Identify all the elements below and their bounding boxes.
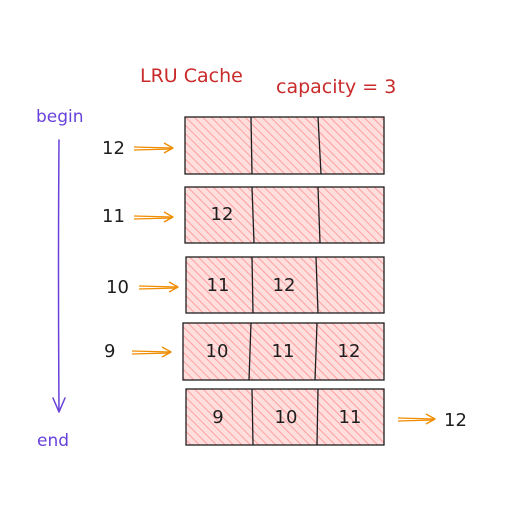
input-arrow [138,281,179,293]
evicted-value: 12 [444,410,467,431]
diagram-title: LRU Cache [140,65,243,87]
input-arrow [131,346,172,358]
end-label: end [37,431,69,451]
cache-cell-3: 11 [339,407,362,428]
cache-cell-1: 9 [212,407,223,428]
step-row-5: 9 10 11 12 [185,388,467,446]
input-arrow [133,211,174,223]
cache-box [185,388,385,446]
step-row-1: 12 [102,116,385,175]
cache-box [184,116,385,175]
eviction-arrow [397,413,436,425]
step-row-3: 10 11 12 [106,256,385,314]
cache-box [185,256,385,314]
cache-cell-1: 12 [211,204,234,225]
timeline-arrow [52,139,66,413]
input-value: 10 [106,277,129,298]
cache-box [182,322,385,381]
cache-cell-3: 12 [338,341,361,362]
step-row-4: 9 10 11 12 [104,322,385,381]
cache-cell-2: 11 [272,341,295,362]
input-value: 12 [102,138,125,159]
cache-cell-1: 10 [206,341,229,362]
input-arrow [133,142,174,154]
cache-cell-2: 10 [275,407,298,428]
step-row-2: 11 12 [102,186,385,244]
cache-cell-1: 11 [207,275,230,296]
input-value: 9 [104,341,115,362]
capacity-label: capacity = 3 [276,76,396,98]
cache-cell-2: 12 [273,275,296,296]
cache-box [184,186,385,244]
input-value: 11 [102,206,125,227]
begin-label: begin [36,107,84,127]
